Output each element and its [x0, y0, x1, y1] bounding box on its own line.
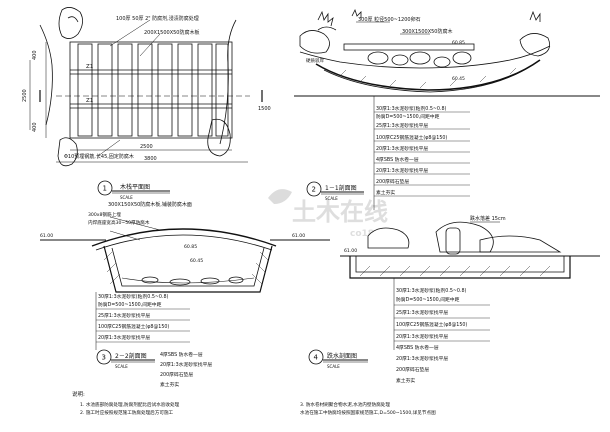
- plan-beam-label-b: Z1: [86, 98, 93, 104]
- s22-elev-low: 60.45: [190, 258, 203, 264]
- s22-layer-8: 素土夯实: [160, 381, 179, 388]
- s22-title: 2－2剖面图: [115, 352, 147, 360]
- d4-elev-left: 61.00: [344, 248, 357, 254]
- s22-layer-6: 20厚1:3水泥砂浆找平层: [160, 361, 212, 368]
- d4-layer-2: 25厚1:3水泥砂浆找平层: [396, 309, 448, 316]
- s22-scale: SCALE: [115, 364, 128, 369]
- s22-layer-7: 200厚碎石垫层: [160, 371, 193, 378]
- plan-beam-label-a: Z1: [86, 64, 93, 70]
- s22-layer-1: 防腐D=500~1500,间距中距: [98, 301, 162, 308]
- s11-scale: SCALE: [325, 196, 338, 201]
- section-1-1-labels: 300厚 粒径500~1200卵石 300X1500X50防腐木 硬质驳岸 60…: [306, 16, 465, 201]
- s11-elev-mid: 60.45: [452, 76, 465, 82]
- s11-number: 2: [312, 186, 316, 194]
- plan-dim-inner: 2500: [140, 144, 153, 150]
- d4-title: 跌水剖面图: [327, 352, 357, 360]
- d4-layer-1: 防腐D=500~1500,间距中距: [396, 296, 460, 303]
- s11-title: 1－1剖面图: [325, 184, 357, 192]
- d4-layer-4: 20厚1:3水泥砂浆找平层: [396, 333, 448, 340]
- s11-layer-7: 200厚碎石垫层: [376, 178, 409, 185]
- plan-dim-left-a: 400: [32, 50, 38, 60]
- s11-layer-2: 25厚1:3水泥砂浆找平层: [376, 122, 428, 129]
- d4-layer-8: 素土夯实: [396, 377, 415, 384]
- plan-title: 木栈平面图: [120, 183, 150, 191]
- d4-number: 4: [314, 354, 319, 362]
- d4-layer-3: 100厚C25钢筋混凝土(φ8@150): [396, 321, 467, 328]
- s22-layer-5: 4厚SBS 防水卷一层: [160, 351, 203, 358]
- s11-layer-3: 100厚C25钢筋混凝土(φ8@150): [376, 134, 447, 141]
- plan-callout-beam: 200X1500X50防腐木板: [144, 29, 199, 36]
- section-2-2-labels: 300X150X50防腐木板,铺装防腐木面 300x8钢筋上埋 内焊底座宽高30…: [40, 201, 305, 388]
- s22-layer-0: 30厚1:3水泥砂浆(粘剂0.5~0.8): [98, 293, 169, 300]
- s11-callout-left: 硬质驳岸: [306, 57, 324, 64]
- s22-callout-b: 内焊底座宽高30~50厚防腐木: [88, 219, 150, 226]
- notes-line-1: 2. 施工时应按照规范施工防腐处理后方可施工: [80, 409, 174, 416]
- section-2-2: [40, 216, 330, 365]
- d4-layer-0: 30厚1:3水泥砂浆(粘剂0.5~0.8): [396, 287, 467, 294]
- plan-scale: SCALE: [120, 195, 133, 200]
- notes-line-0: 1. 水池底部防腐处理,防腐剂配比后试水验收处理: [80, 401, 180, 408]
- s11-layer-1: 防腐D=500~1500,间距中距: [376, 113, 440, 120]
- plan-number: 1: [103, 185, 107, 193]
- s11-callout-top: 300厚 粒径500~1200卵石: [358, 16, 421, 23]
- notes-heading: 说明:: [72, 390, 85, 398]
- s11-layer-0: 30厚1:3水泥砂浆(粘剂0.5~0.8): [376, 105, 447, 112]
- notes-line-3: 水池在施工中防腐均按照国家规范施工,D=500~1500,详见节点图: [300, 409, 436, 416]
- s11-callout-mid: 300X1500X50防腐木: [402, 28, 452, 35]
- s22-elev-right: 61.00: [292, 233, 305, 239]
- s22-elev-mid: 60.85: [184, 244, 197, 250]
- s22-callout-top: 300X150X50防腐木板,铺装防腐木面: [108, 201, 192, 208]
- notes: 说明: 1. 水池底部防腐处理,防腐剂配比后试水验收处理 2. 施工时应按照规范…: [72, 390, 436, 416]
- plan-dim-left-c: 400: [32, 122, 38, 132]
- watermark-text: 土木在线: [292, 198, 388, 226]
- d4-layer-6: 20厚1:3水泥砂浆找平层: [396, 355, 448, 362]
- s11-layer-6: 20厚1:3水泥砂浆找平层: [376, 167, 428, 174]
- d4-scale: SCALE: [327, 364, 340, 369]
- section-1-1: [294, 8, 600, 210]
- s22-layer-2: 25厚1:3水泥砂浆找平层: [98, 312, 150, 319]
- s22-layer-4: 20厚1:3水泥砂浆找平层: [98, 334, 150, 341]
- plan-dim-overall: 3800: [144, 156, 157, 162]
- s22-elev-left: 61.00: [40, 233, 53, 239]
- plan-view: [29, 7, 263, 196]
- s11-layer-8: 素土夯实: [376, 189, 395, 196]
- notes-line-2: 3. 防水卷材刷聚合物水泥,水池内壁防腐处理: [300, 401, 390, 408]
- s22-callout-a: 300x8钢筋上埋: [88, 211, 121, 218]
- s22-number: 3: [102, 354, 106, 362]
- plan-callout-bottom: Φ10预埋钢筋,长45,固定防腐木: [64, 153, 134, 160]
- s11-elev-top: 60.85: [452, 40, 465, 46]
- d4-layer-5: 4厚SBS 防水卷一层: [396, 344, 439, 351]
- s11-layer-5: 4厚SBS 防水卷一层: [376, 156, 419, 163]
- plan-labels: 100厚 50厚 2" 防腐剂,浸渍防腐处理 200X1500X50防腐木板 Z…: [22, 15, 271, 200]
- d4-layer-7: 200厚碎石垫层: [396, 366, 429, 373]
- s22-layer-3: 100厚C25钢筋混凝土(φ8@150): [98, 323, 169, 330]
- plan-callout-top: 100厚 50厚 2" 防腐剂,浸渍防腐处理: [116, 15, 199, 22]
- plan-dim-side: 1500: [258, 106, 271, 112]
- detail-drop: [308, 221, 600, 365]
- s11-layer-4: 20厚1:3水泥砂浆找平层: [376, 145, 428, 152]
- detail-drop-labels: 跌水落差 15cm 61.00 30厚1:3水泥砂浆(粘剂0.5~0.8) 防腐…: [314, 215, 506, 384]
- plan-dim-left-b: 2500: [22, 89, 28, 102]
- d4-callout-top: 跌水落差 15cm: [470, 215, 506, 222]
